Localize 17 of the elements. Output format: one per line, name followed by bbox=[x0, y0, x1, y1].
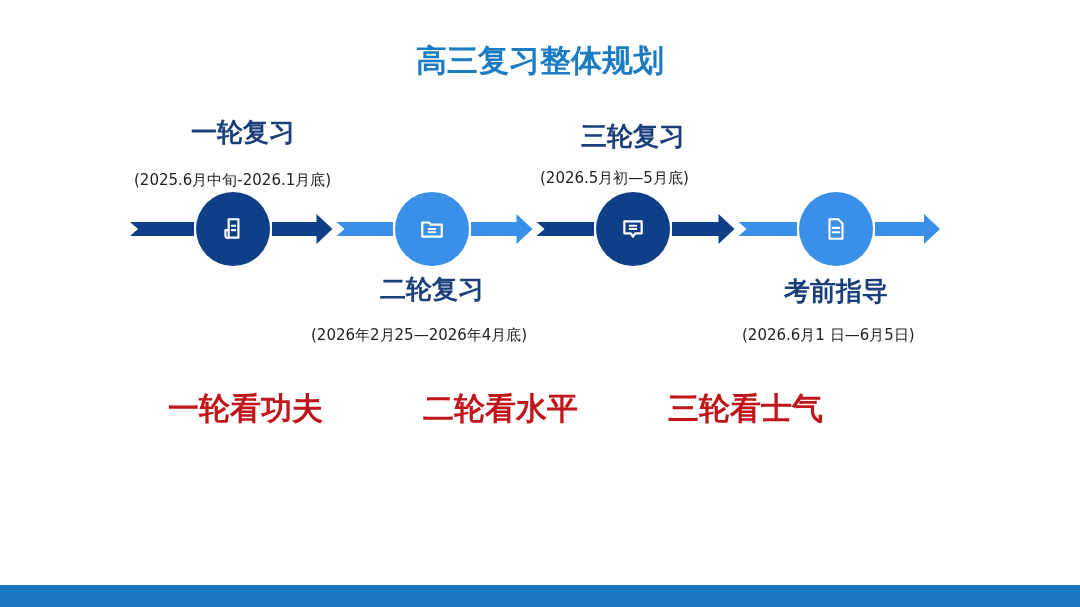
date-range: (2026.6月1 日—6月5日) bbox=[742, 325, 916, 346]
phase-heading: 一轮复习 bbox=[191, 116, 295, 149]
date-range: (2025.6月中旬-2026.1月底) bbox=[134, 170, 333, 191]
timeline-arrow bbox=[130, 222, 194, 236]
phase-heading: 考前指导 bbox=[784, 275, 888, 308]
date-range: (2026年2月25—2026年4月底) bbox=[311, 325, 529, 346]
timeline-arrow bbox=[875, 214, 940, 244]
timeline-arrow bbox=[471, 214, 594, 244]
motto-text: 二轮看水平 bbox=[422, 389, 578, 428]
phase-heading: 二轮复习 bbox=[380, 273, 484, 306]
motto-text: 三轮看士气 bbox=[667, 389, 823, 428]
timeline-arrow bbox=[272, 214, 393, 244]
title: 高三复习整体规划 bbox=[415, 41, 665, 80]
date-range: (2026.5月初—5月底) bbox=[540, 168, 690, 189]
phase-heading: 三轮复习 bbox=[581, 120, 685, 153]
timeline-arrow bbox=[672, 214, 797, 244]
motto-text: 一轮看功夫 bbox=[167, 389, 323, 428]
